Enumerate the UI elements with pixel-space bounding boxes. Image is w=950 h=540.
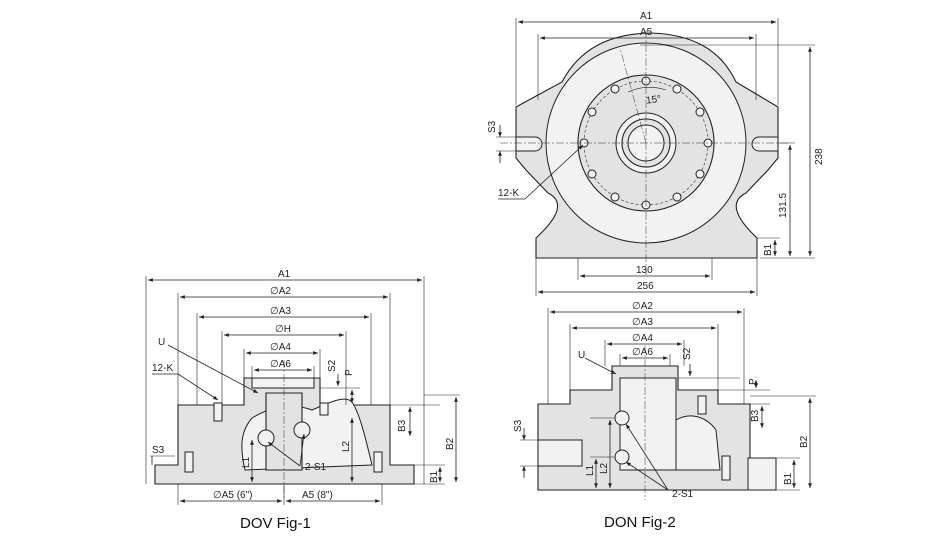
fig2-l2-label: L2: [599, 462, 610, 474]
fig1-foot-bolt-r: [373, 451, 383, 473]
fig1-dov: A1 ∅A2 ∅A3 ∅H ∅A4 ∅A6 U 12-K: [145, 269, 460, 532]
top-s3-label: S3: [487, 120, 498, 133]
fig1-a5-8-label: A5 (8"): [302, 490, 333, 501]
fig1-s1-label: 2-S1: [305, 462, 327, 473]
fig2-p-label: P: [748, 378, 759, 385]
fig1-a2-label: ∅A2: [270, 286, 291, 297]
fig1-bolt-right: [319, 402, 329, 416]
top-view: A1 A5 238 131.5 B1 S3 12-K 15° 130: [487, 11, 825, 296]
fig1-a6-label: ∅A6: [270, 359, 291, 370]
top-a1-label: A1: [640, 11, 653, 22]
fig2-b1-label: B1: [783, 472, 794, 485]
fig1-foot-bolt-l: [184, 451, 194, 473]
fig2-s3-label: S3: [513, 419, 524, 432]
fig1-bolt-left: [213, 402, 223, 422]
fig1-b2-label: B2: [445, 437, 456, 450]
fig1-l2-label: L2: [341, 440, 352, 452]
fig1-a5-6-label: ∅A5 (6"): [213, 490, 253, 501]
top-12k-label: 12-K: [498, 188, 519, 199]
fig1-s2-label: S2: [327, 359, 338, 372]
fig1-12k-label: 12-K: [152, 363, 173, 374]
left-slot: [515, 136, 543, 152]
fig1-h-label: ∅H: [275, 324, 291, 335]
fig2-foot-right: [747, 457, 777, 491]
fig1-b3-label: B3: [397, 419, 408, 432]
fig2-s2-label: S2: [682, 347, 693, 360]
fig2-l1-label: L1: [585, 464, 596, 476]
fig1-a3-label: ∅A3: [270, 306, 291, 317]
fig1-l1-label: L1: [241, 456, 252, 468]
top-131-label: 131.5: [778, 193, 789, 218]
fig1-b1-label: B1: [429, 470, 440, 483]
top-130-label: 130: [636, 265, 653, 276]
fig1-top-cap: [251, 377, 315, 389]
top-a5-label: A5: [640, 27, 653, 38]
fig2-hole-1: [614, 410, 630, 426]
fig2-b2-label: B2: [799, 435, 810, 448]
fig2-s1-label: 2-S1: [672, 489, 694, 500]
fig1-u-label: U: [158, 337, 165, 348]
top-b1-label: B1: [763, 243, 774, 256]
fig2-u-label: U: [578, 350, 585, 361]
fig1-s3-label: S3: [152, 445, 165, 456]
fig2-caption: DON Fig-2: [604, 514, 676, 531]
fig1-hole-1: [257, 429, 275, 447]
fig1-caption: DOV Fig-1: [240, 515, 311, 532]
top-angle-label: 15°: [645, 94, 662, 107]
right-slot: [751, 136, 779, 152]
fig2-bolt-top: [697, 395, 707, 415]
fig2-hole-2: [614, 449, 630, 465]
fig2-bolt-foot: [721, 455, 731, 481]
fig2-b3-label: B3: [750, 409, 761, 422]
fig2-a6-label: ∅A6: [632, 347, 653, 358]
top-256-label: 256: [637, 281, 654, 292]
fig1-p-label: P: [344, 369, 355, 376]
fig2-don: ∅A2 ∅A3 ∅A4 ∅A6 U S2 P B3 B2: [513, 301, 816, 531]
fig1-a1-label: A1: [278, 269, 291, 280]
fig2-a4-label: ∅A4: [632, 333, 653, 344]
fig2-a3-label: ∅A3: [632, 317, 653, 328]
fig2-left-recess: [537, 439, 583, 467]
fig2-cutaway: [675, 415, 721, 471]
fig2-a2-label: ∅A2: [632, 301, 653, 312]
fig1-hole-2: [293, 421, 311, 439]
fig1-a4-label: ∅A4: [270, 342, 291, 353]
top-238-label: 238: [814, 148, 825, 165]
